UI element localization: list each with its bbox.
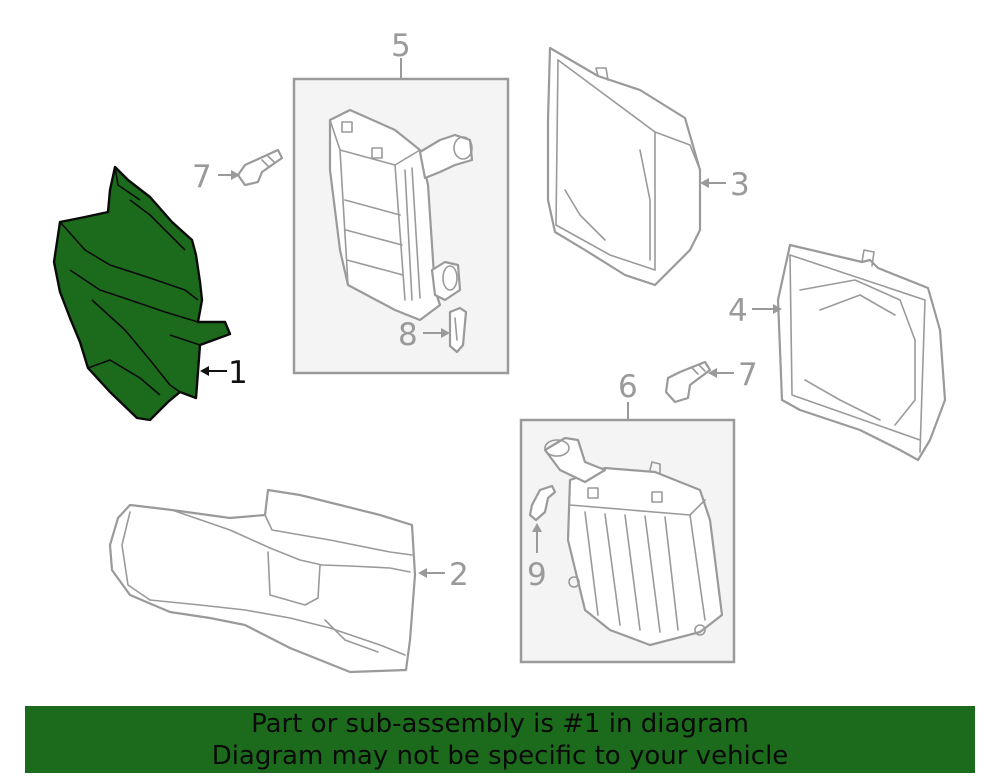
parts-diagram: 1 2 3 4 5 (52, 28, 947, 674)
callout-7a: 7 (192, 159, 212, 195)
leader-4-arrow (773, 304, 782, 314)
callout-3: 3 (730, 167, 750, 203)
part-9-clip[interactable] (528, 484, 557, 522)
callout-2: 2 (449, 557, 469, 593)
notice-banner: Part or sub-assembly is #1 in diagram Di… (25, 706, 975, 773)
leader-3-arrow (700, 178, 709, 188)
leader-1-arrow (200, 366, 209, 376)
part-7-bolt-upper[interactable] (236, 148, 284, 187)
leader-2-arrow (418, 568, 427, 578)
callout-9: 9 (527, 557, 547, 593)
part-1-air-deflector[interactable] (52, 165, 232, 422)
callout-8: 8 (398, 317, 418, 353)
callout-1: 1 (228, 355, 248, 391)
part-3-shroud[interactable] (546, 46, 702, 287)
part-2-air-duct[interactable] (108, 488, 417, 674)
banner-line-2: Diagram may not be specific to your vehi… (211, 741, 789, 771)
leader-8-arrow (441, 328, 450, 338)
callout-7b: 7 (738, 357, 758, 393)
callout-4: 4 (728, 293, 748, 329)
part-8-clip[interactable] (448, 306, 468, 354)
leader-7a-arrow (231, 170, 240, 180)
leader-7b-arrow (708, 368, 717, 378)
banner-line-1: Part or sub-assembly is #1 in diagram (251, 709, 749, 739)
part-7-bolt-lower[interactable] (664, 360, 712, 404)
part-5-intercooler[interactable] (328, 108, 474, 322)
part-4-shroud-frame[interactable] (776, 243, 947, 462)
part-6-intercooler[interactable] (543, 436, 724, 647)
leader-9-arrow (532, 523, 542, 532)
callout-5: 5 (391, 28, 411, 64)
callout-6: 6 (618, 369, 638, 405)
